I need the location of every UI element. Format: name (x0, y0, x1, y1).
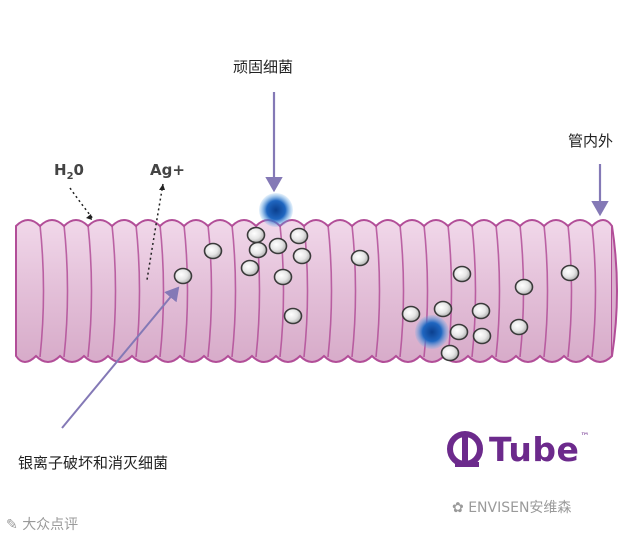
brand-tm: ™ (580, 432, 589, 442)
silver-ion (454, 267, 471, 282)
watermark-left: ✎ 大众点评 (6, 514, 78, 534)
bacterium (259, 193, 293, 227)
label-silver-ion: Ag+ (150, 161, 185, 179)
silver-ion (275, 270, 292, 285)
silver-ion (451, 325, 468, 340)
silver-ion (442, 346, 459, 361)
silver-ion (291, 229, 308, 244)
wechat-icon: ✿ (452, 500, 468, 516)
label-water: H20 (54, 161, 84, 182)
watermark-right-text: ENVISEN安维森 (468, 500, 571, 516)
silver-ion (516, 280, 533, 295)
watermark-left-text: 大众点评 (22, 517, 78, 533)
dotted-arrow-silver-head (159, 184, 165, 190)
silver-ion (352, 251, 369, 266)
bacterium (415, 315, 449, 349)
brand-name: Tube (489, 430, 579, 469)
silver-ion (473, 304, 490, 319)
silver-ion (270, 239, 287, 254)
label-stubborn-bacteria: 顽固细菌 (233, 56, 293, 77)
qtube-logo: Tube ™ (445, 425, 588, 473)
silver-ion (285, 309, 302, 324)
label-silver-action: 银离子破坏和消灭细菌 (18, 452, 168, 473)
silver-ion (175, 269, 192, 284)
tube-end-cap (612, 226, 617, 356)
silver-ion (562, 266, 579, 281)
label-water-sub: 2 (67, 171, 74, 182)
watermark-right: ✿ ENVISEN安维森 (452, 497, 571, 517)
silver-ion (435, 302, 452, 317)
label-inner-outer: 管内外 (568, 130, 613, 151)
watermark-left-icon: ✎ (6, 517, 22, 533)
qtube-logo-icon (445, 429, 485, 469)
silver-ion (248, 228, 265, 243)
silver-ion (511, 320, 528, 335)
dotted-arrow-water-head (86, 214, 92, 220)
silver-ion (205, 244, 222, 259)
silver-ion (403, 307, 420, 322)
silver-ion (242, 261, 259, 276)
label-water-tail: 0 (74, 161, 84, 179)
label-water-main: H (54, 161, 67, 179)
silver-ion (474, 329, 491, 344)
silver-ion (250, 243, 267, 258)
silver-ion (294, 249, 311, 264)
